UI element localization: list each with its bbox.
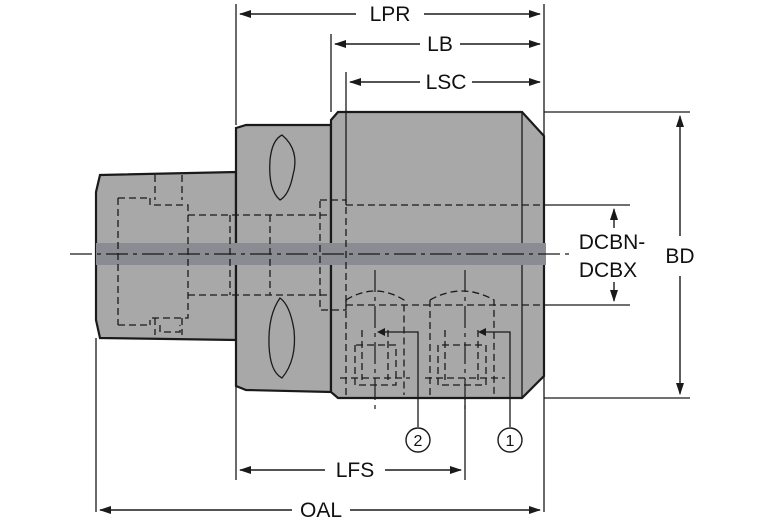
callout-1: 1 [478, 328, 523, 453]
dimension-lpr: LPR [239, 3, 541, 26]
callout-2: 2 [377, 328, 431, 453]
center-band [96, 243, 546, 265]
hidden-lines [117, 175, 544, 395]
label-oal: OAL [300, 499, 342, 522]
label-dcbn: DCBN- [579, 231, 646, 254]
label-lb: LB [427, 33, 453, 56]
slot-bottom [268, 297, 296, 379]
callout-2-label: 2 [414, 433, 423, 450]
dimension-lsc: LSC [349, 71, 541, 94]
dimension-dcbn-dcbx: DCBN- DCBX [579, 208, 646, 302]
dimension-lfs: LFS [239, 459, 462, 482]
dimension-lb: LB [334, 33, 541, 56]
label-lpr: LPR [370, 3, 411, 26]
callout-1-circle [497, 427, 523, 453]
label-lsc: LSC [426, 71, 467, 94]
center-lines [70, 253, 570, 410]
label-bd: BD [665, 245, 694, 268]
dimension-bd: BD [665, 115, 695, 395]
label-dcbx: DCBX [579, 259, 637, 282]
dimension-oal: OAL [99, 499, 541, 522]
callout-2-circle [405, 427, 431, 453]
label-lfs: LFS [336, 459, 375, 482]
callout-1-label: 1 [506, 433, 515, 450]
extension-lines [95, 4, 690, 512]
slot-top [269, 134, 296, 201]
